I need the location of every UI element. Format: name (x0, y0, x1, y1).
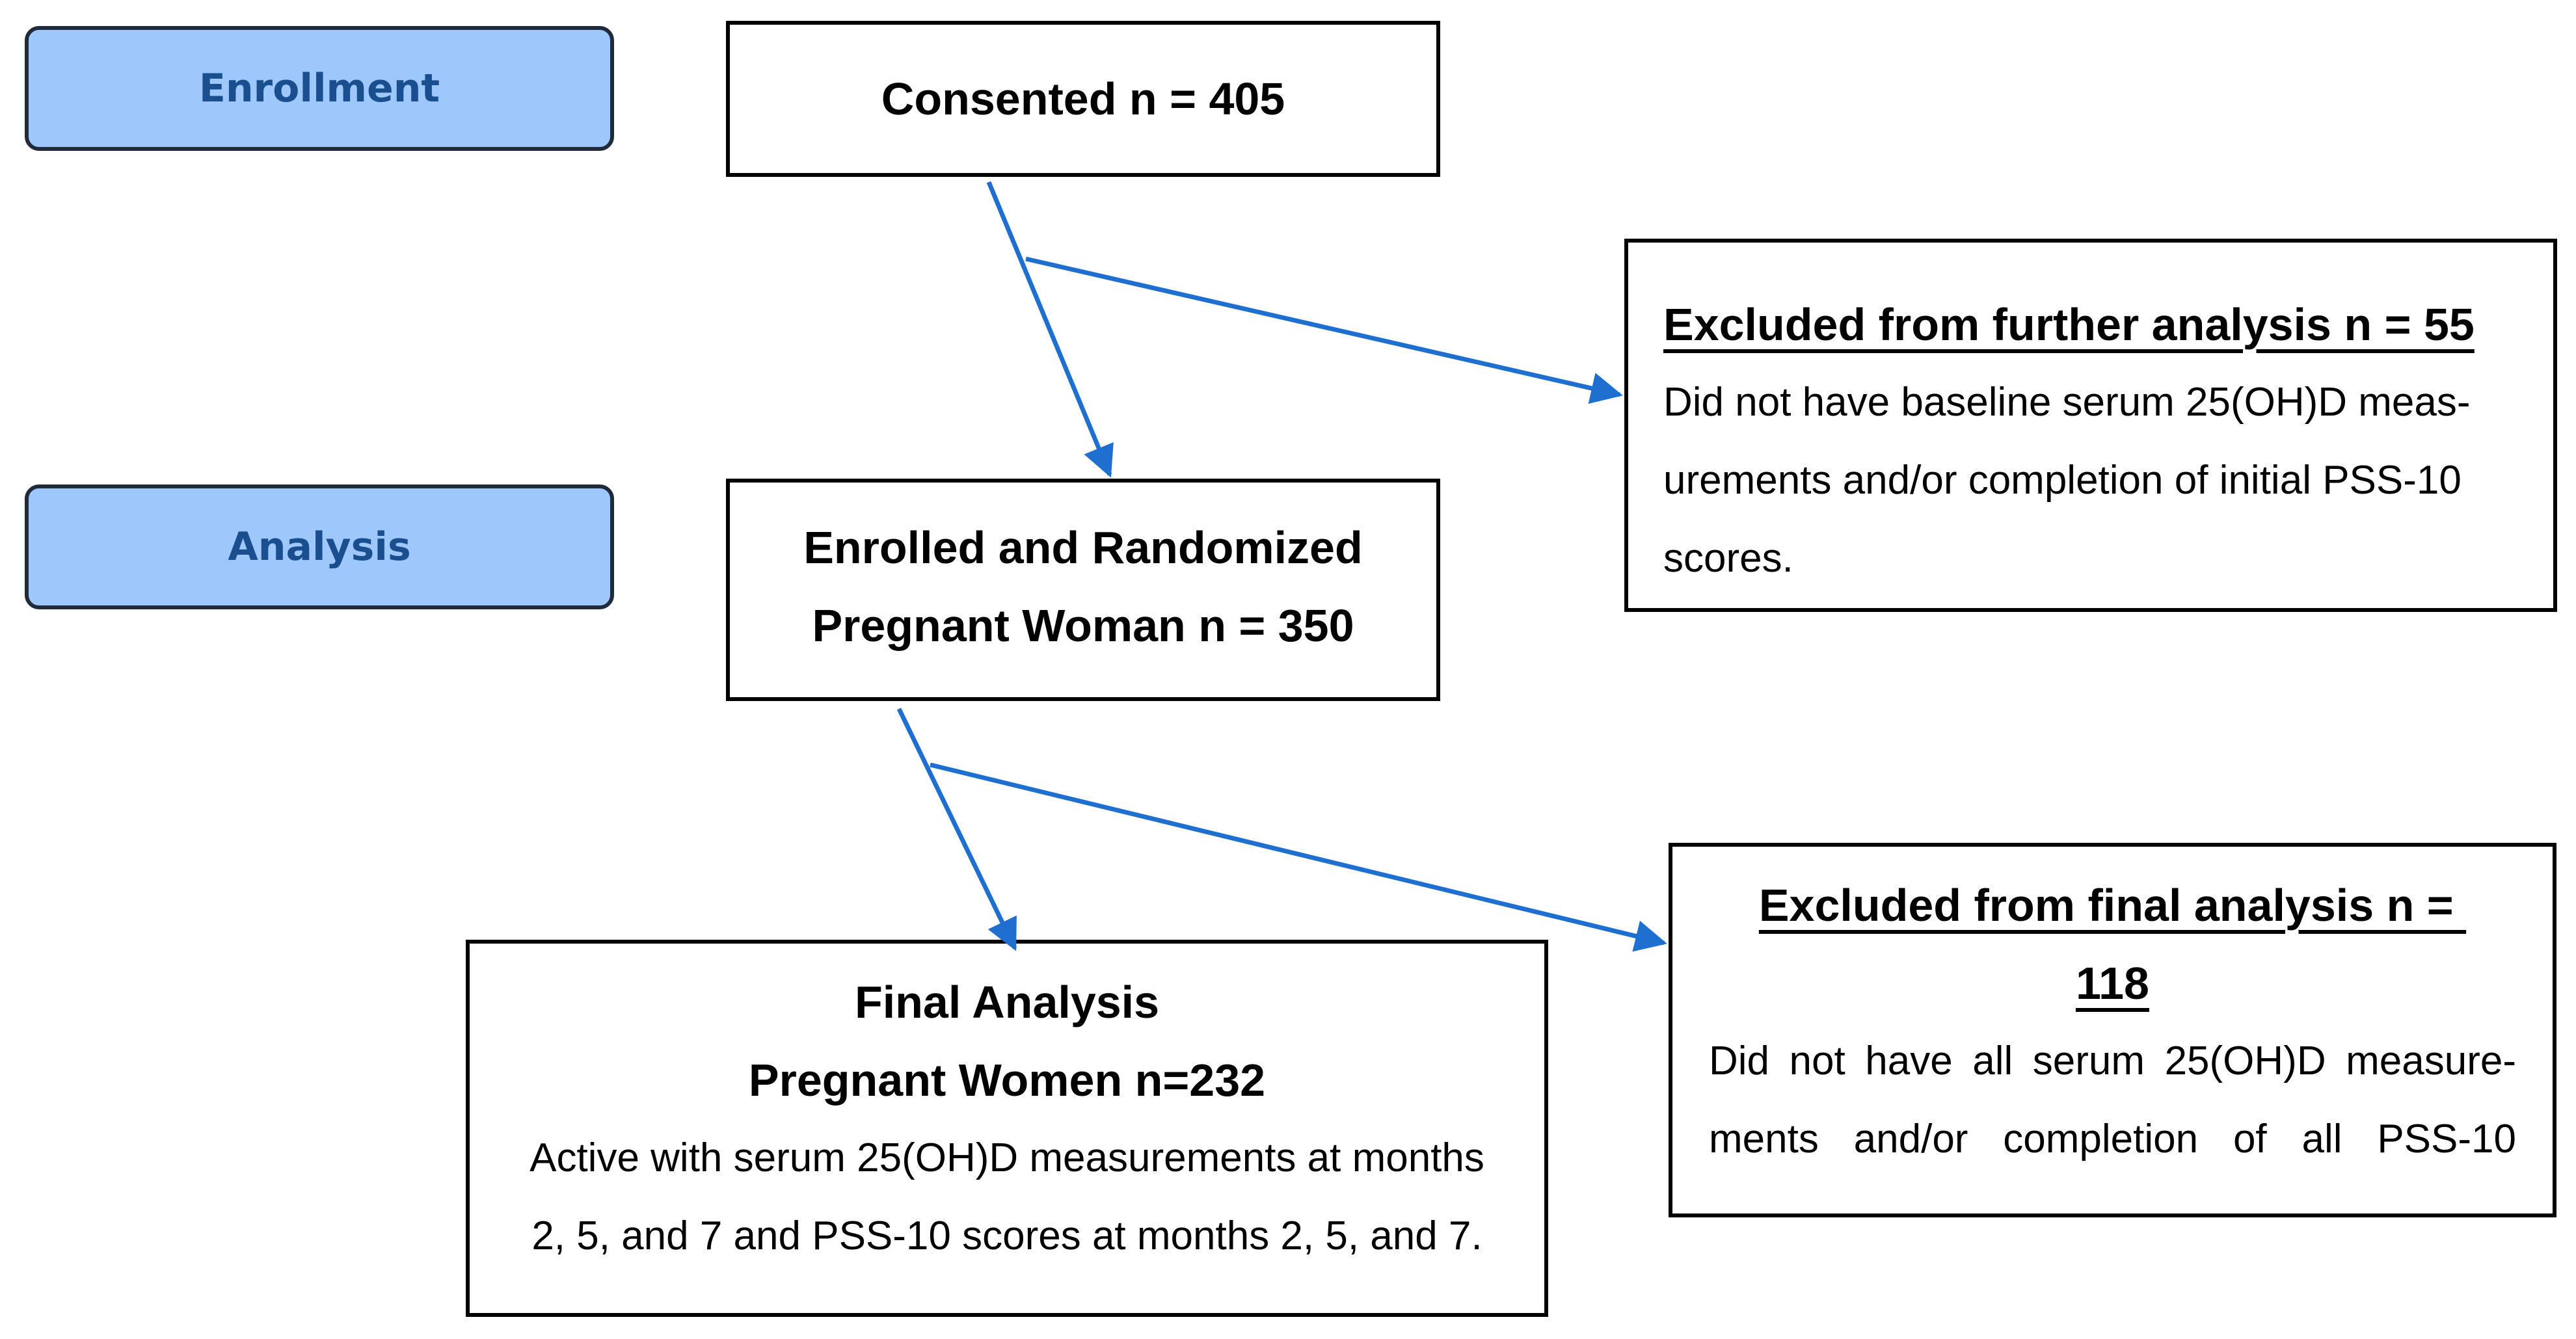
final-detail-1: Active with serum 25(OH)D measurements a… (530, 1135, 1484, 1180)
excluded-further-box: Excluded from further analysis n = 55 Di… (1624, 239, 2557, 612)
arrow-consented-to-enrolled (986, 181, 1114, 478)
arrow-consented-to-excluded (1025, 256, 1623, 404)
consented-box: Consented n = 405 (726, 21, 1440, 177)
final-analysis-box: Final Analysis Pregnant Women n=232 Acti… (466, 940, 1548, 1317)
arrow-enrolled-to-excluded-final (930, 762, 1667, 952)
consented-title: Consented n = 405 (881, 73, 1285, 124)
final-line-2: Pregnant Women n=232 (748, 1055, 1266, 1106)
excluded-final-heading-2: 118 (2076, 958, 2149, 1009)
excluded-further-line-1: Did not have baseline serum 25(OH)D meas… (1663, 380, 2471, 425)
final-line-1: Final Analysis (854, 977, 1160, 1027)
arrow-enrolled-to-final (896, 708, 1017, 951)
stage-label-analysis: Analysis (25, 484, 614, 609)
stage-label-enrollment: Enrollment (25, 26, 614, 151)
excluded-further-line-3: scores. (1663, 536, 1793, 581)
enrolled-line-2: Pregnant Woman n = 350 (812, 600, 1354, 651)
enrolled-box: Enrolled and Randomized Pregnant Woman n… (726, 479, 1440, 701)
final-detail-2: 2, 5, and 7 and PSS-10 scores at months … (531, 1213, 1483, 1258)
excluded-final-heading-1: Excluded from final analysis n = (1758, 880, 2467, 931)
excluded-final-line-2: ments and/or completion of all PSS-10 (1709, 1117, 2516, 1161)
excluded-final-line-1: Did not have all serum 25(OH)D measure- (1709, 1039, 2516, 1083)
enrolled-line-1: Enrolled and Randomized (803, 522, 1363, 573)
excluded-final-box: Excluded from final analysis n = 118 Did… (1669, 843, 2556, 1217)
excluded-further-line-2: urements and/or completion of initial PS… (1663, 458, 2462, 503)
excluded-further-heading: Excluded from further analysis n = 55 (1663, 299, 2475, 350)
